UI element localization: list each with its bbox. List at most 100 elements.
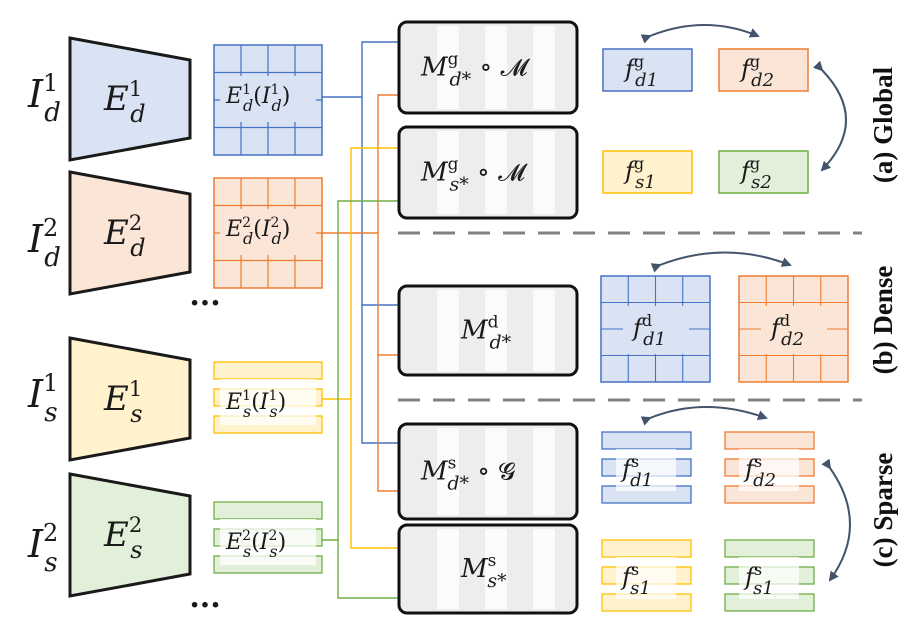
input-label-4-part: I bbox=[27, 522, 44, 566]
section-label-1: (a) Global bbox=[868, 66, 898, 183]
global-output-label-3-part: g bbox=[634, 154, 644, 173]
sparse-label-bg bbox=[739, 557, 799, 599]
matcher-label-1-part: g bbox=[448, 50, 459, 70]
feature-label-3-part: ) bbox=[278, 390, 287, 415]
matcher-stripe bbox=[437, 290, 459, 371]
connection-lines bbox=[322, 24, 851, 599]
feature-label-3-part: I bbox=[259, 390, 270, 415]
sparse-label-bg bbox=[616, 449, 676, 491]
section-label-3: (c) Sparse bbox=[868, 453, 898, 568]
encoder-4 bbox=[68, 472, 192, 598]
sparse-output-bar-4 bbox=[724, 539, 815, 558]
input-label-2-part: d bbox=[44, 243, 61, 273]
matcher-stripe bbox=[437, 529, 459, 609]
matcher-label-4-part: M bbox=[420, 457, 449, 487]
global-output-label-2-part: d2 bbox=[751, 70, 774, 91]
encoder-label-2-part: E bbox=[103, 213, 129, 253]
matcher-label-1-part: ∘ bbox=[471, 53, 500, 83]
global-output-4 bbox=[718, 150, 809, 194]
encoder-label-1-part: E bbox=[103, 79, 129, 119]
feature-label-3-part: 1 bbox=[269, 388, 278, 404]
arrow-dense bbox=[650, 251, 792, 273]
encoder-label-1-part: 1 bbox=[129, 77, 142, 101]
feature-label-3-part: E bbox=[225, 390, 242, 415]
matcher-stripe bbox=[533, 428, 555, 515]
input-label-4-part: s bbox=[44, 548, 57, 578]
feature-label-1-part: I bbox=[261, 84, 272, 109]
line-orange-global bbox=[322, 94, 399, 234]
sparse-output-bar-1 bbox=[601, 431, 692, 450]
feature-label-2-part: 2 bbox=[242, 215, 251, 231]
matcher-label-2-part: 𝓜 bbox=[498, 159, 528, 187]
sparse-label-bg bbox=[616, 557, 676, 599]
feature-label-1-part: d bbox=[243, 96, 253, 115]
feature-label-2-part: E bbox=[225, 217, 242, 242]
feature-label-2-part: d bbox=[271, 229, 281, 248]
encoder-1 bbox=[68, 36, 192, 162]
matcher-label-5-part: s* bbox=[487, 570, 507, 592]
line-blue-global bbox=[322, 41, 399, 98]
matcher-label-4-part: 𝓖 bbox=[498, 458, 515, 486]
feature-label-3-part: ( bbox=[251, 390, 260, 415]
line-green-global bbox=[322, 200, 399, 541]
feature-label-2-part: d bbox=[243, 229, 253, 248]
input-label-1-part: d bbox=[44, 98, 61, 128]
matcher-label-2-part: ∘ bbox=[469, 158, 498, 188]
input-label-1-part: 1 bbox=[43, 69, 58, 97]
global-output-2 bbox=[718, 48, 809, 92]
matcher-stripe bbox=[485, 529, 507, 609]
feature-label-1-part: ( bbox=[253, 84, 262, 109]
sparse-output-label-2-part: d2 bbox=[753, 470, 776, 491]
line-orange-sparse bbox=[377, 355, 399, 492]
feature-label-3-part: s bbox=[243, 402, 251, 421]
ellipsis-2: ... bbox=[189, 580, 220, 615]
input-label-2-part: I bbox=[27, 217, 44, 261]
dense-output-label-2-part: d2 bbox=[781, 329, 804, 350]
sparse-output-label-3-part: s bbox=[631, 560, 639, 579]
feature-label-4-part: E bbox=[225, 530, 242, 555]
matcher-label-1-part: M bbox=[420, 53, 449, 83]
matcher-stripe bbox=[437, 428, 459, 515]
matcher-label-5-part: M bbox=[460, 554, 489, 584]
input-label-1-part: I bbox=[27, 72, 44, 116]
encoder-label-1-part: d bbox=[130, 100, 145, 128]
global-output-label-4-part: s2 bbox=[751, 172, 772, 193]
matcher-label-3-part: M bbox=[460, 316, 489, 346]
arrow-sparse-dd bbox=[640, 406, 768, 426]
feature-label-4-part: ) bbox=[278, 530, 287, 555]
matcher-stripe bbox=[533, 529, 555, 609]
feature-label-4-part: ( bbox=[251, 530, 260, 555]
encoder-label-4-part: E bbox=[103, 515, 129, 555]
feature-label-bg bbox=[220, 379, 316, 425]
sparse-label-bg bbox=[739, 449, 799, 491]
feature-label-1-part: 1 bbox=[271, 82, 280, 98]
matcher-label-2-part: s* bbox=[450, 174, 470, 196]
dense-output-label-1-part: d bbox=[642, 311, 652, 330]
matcher-stripe bbox=[485, 290, 507, 371]
global-output-1 bbox=[602, 48, 693, 92]
sparse-output-bar-3 bbox=[601, 539, 692, 558]
sparse-output-label-4-part: s1 bbox=[753, 578, 774, 599]
matcher-label-4-part: s bbox=[448, 454, 457, 474]
arrow-global-dd bbox=[640, 24, 760, 44]
encoder-label-3-part: E bbox=[103, 379, 129, 419]
matcher-label-2-part: g bbox=[448, 155, 459, 175]
global-output-label-2-part: g bbox=[750, 52, 760, 71]
